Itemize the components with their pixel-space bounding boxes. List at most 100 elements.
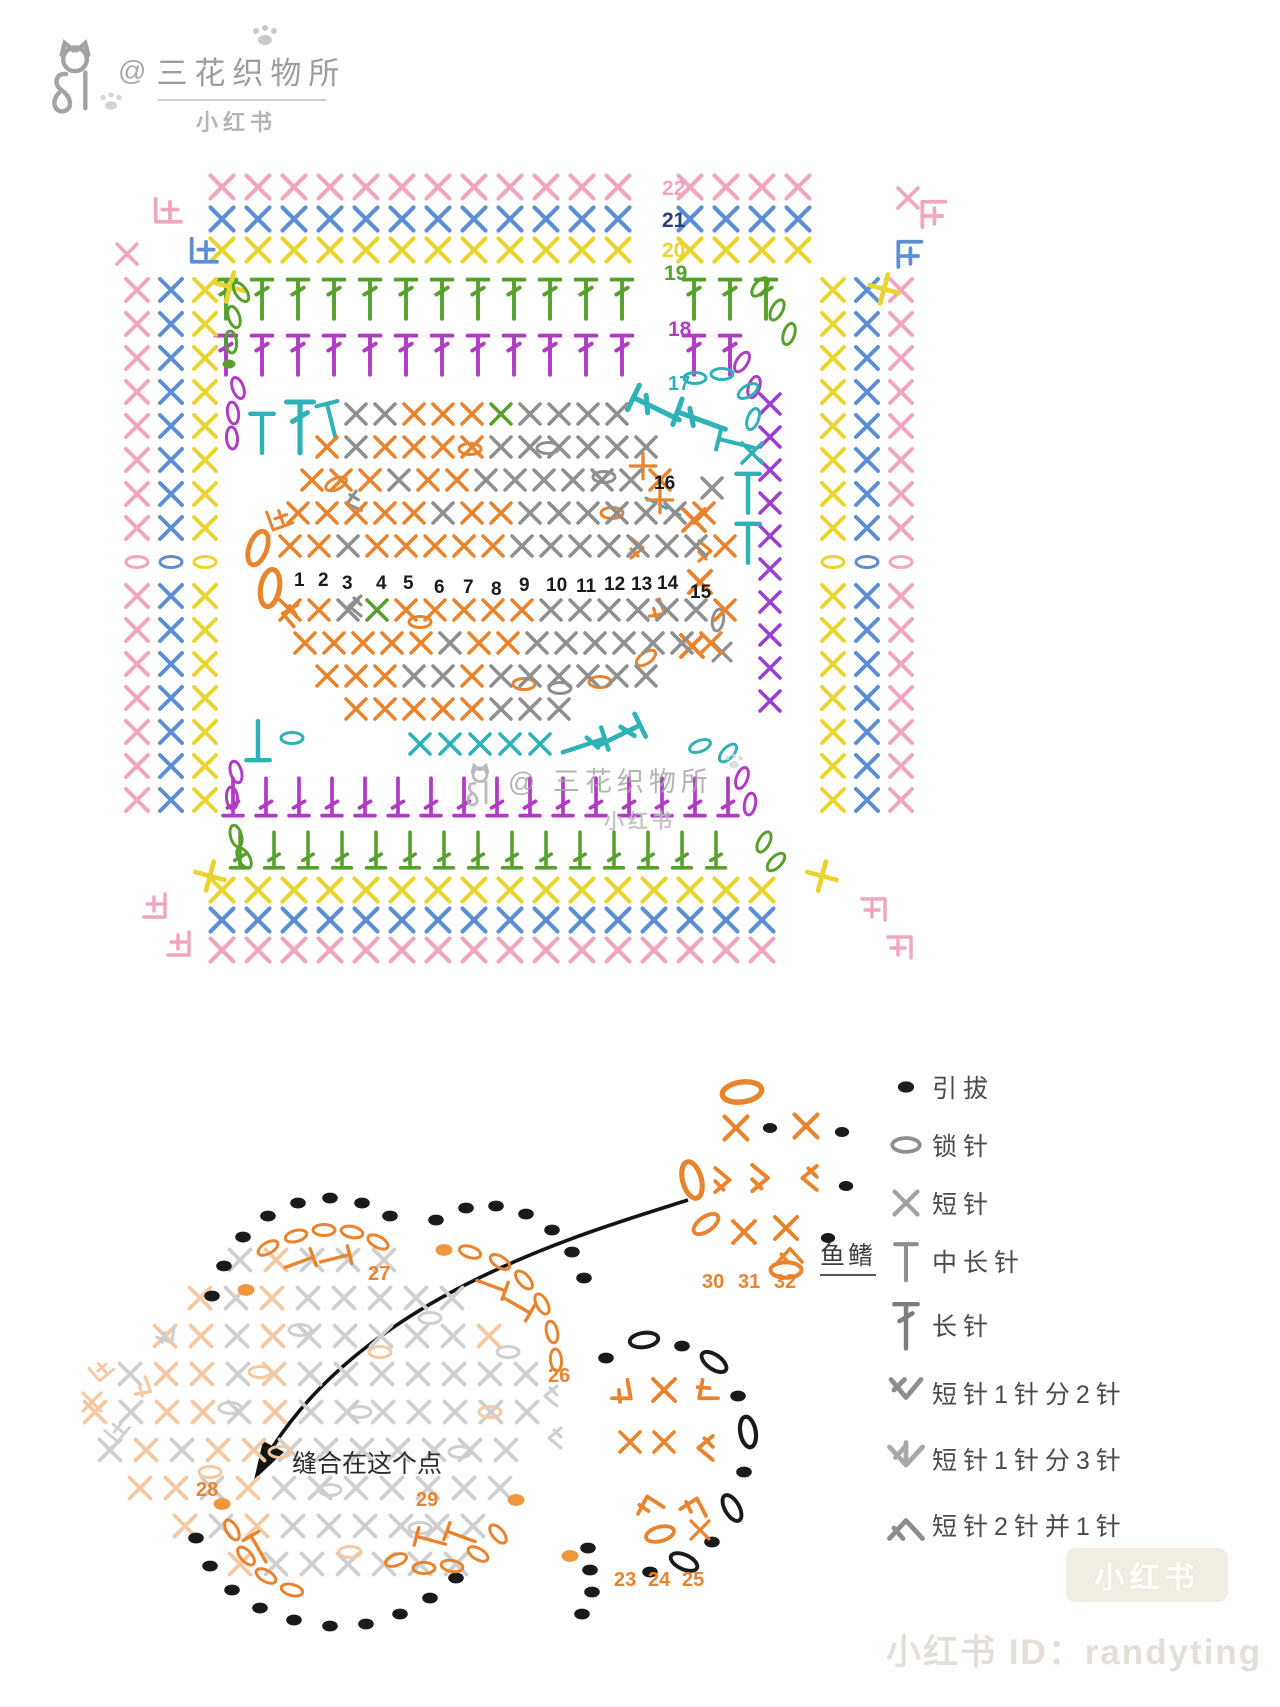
stitch-x-symbol — [583, 631, 607, 655]
stitch-slip-symbol — [235, 1231, 251, 1243]
stitch-x-symbol — [158, 413, 184, 439]
stitch-x-symbol — [259, 1285, 285, 1311]
diagram-label: 16 — [654, 473, 675, 494]
stitch-x-symbol — [404, 1323, 430, 1349]
diagram-label: 5 — [403, 573, 414, 594]
stitch-plus-symbol — [804, 858, 841, 895]
stitch-x-symbol — [247, 239, 270, 262]
stitch-x-symbol — [535, 909, 558, 932]
stitch-dc-symbol — [249, 277, 275, 321]
stitch-x-symbol — [124, 379, 150, 405]
stitch-slip-symbol — [202, 1560, 218, 1572]
diagram-label: 15 — [690, 582, 712, 603]
stitch-x-symbol — [211, 939, 234, 962]
stitch-x-symbol — [402, 402, 426, 426]
stitch-x-symbol — [561, 468, 585, 492]
stitch-x-symbol — [571, 909, 594, 932]
stitch-x-symbol — [192, 311, 218, 337]
badge-text: 小红书 — [1094, 1562, 1200, 1595]
stitch-chain-symbol — [738, 1415, 759, 1448]
stitch-x-symbol — [463, 239, 486, 262]
stitch-corner-symbol — [896, 239, 924, 269]
stitch-dc-symbol — [357, 277, 383, 321]
stitch-x-symbol — [431, 697, 455, 721]
stitch-dc-symbol — [537, 333, 563, 377]
stitch-x-symbol — [795, 1115, 818, 1138]
stitch-x-symbol — [499, 909, 522, 932]
stitch-x-symbol — [854, 617, 880, 643]
stitch-x-symbol — [115, 242, 139, 266]
stitch-x-symbol — [547, 435, 571, 459]
stitch-x-symbol — [474, 468, 498, 492]
stitch-chain-symbol — [227, 374, 249, 402]
stitch-x-symbol — [307, 598, 331, 622]
stitch-x-symbol — [319, 239, 342, 262]
stitch-x-symbol — [368, 1323, 394, 1349]
stitch-slip-symbol — [762, 1123, 778, 1133]
diagram-label: 27 — [368, 1263, 390, 1285]
stitch-x-symbol — [278, 534, 302, 558]
stitch-dc-symbol — [609, 333, 635, 377]
stitch-dc-symbol — [568, 830, 592, 870]
stitch-chain-symbol — [888, 555, 914, 569]
stitch-x-symbol — [355, 239, 378, 262]
stitch-chain-symbol — [226, 822, 246, 850]
stitch-chain-symbol — [382, 1549, 410, 1571]
stitch-slip-symbol — [544, 1224, 560, 1236]
stitch-x-symbol — [888, 311, 914, 337]
stitch-x-symbol — [452, 598, 476, 622]
stitch-x-symbol — [463, 939, 486, 962]
legend-item: 中长针 — [880, 1236, 1127, 1286]
stitch-x-symbol — [124, 685, 150, 711]
diagram-label: 7 — [463, 577, 474, 598]
stitch-x-symbol — [713, 534, 737, 558]
diagram-label: 17 — [668, 373, 690, 395]
stitch-x-symbol — [820, 617, 846, 643]
stitch-x-symbol — [227, 1247, 253, 1273]
stitch-slip-symbol — [322, 1620, 338, 1632]
stitch-x-symbol — [854, 277, 880, 303]
stitch-x-symbol — [468, 732, 492, 756]
stitch-x-symbol — [888, 787, 914, 813]
stitch-x-symbol — [355, 879, 378, 902]
diagram-label: 10 — [546, 575, 567, 596]
stitch-dc-symbol — [501, 333, 527, 377]
stitch-x-symbol — [431, 664, 455, 688]
stitch-x-symbol — [373, 664, 397, 688]
stitch-x-symbol — [539, 534, 563, 558]
stitch-x-symbol — [427, 239, 450, 262]
single-crochet-icon — [880, 1180, 932, 1226]
stitch-corner-symbol — [153, 196, 183, 224]
stitch-x-symbol — [192, 651, 218, 677]
stitch-x-symbol — [888, 515, 914, 541]
stitch-x-symbol — [510, 534, 534, 558]
stitch-x-symbol — [351, 631, 375, 655]
diagram-label: 18 — [668, 318, 692, 341]
stitch-slip-symbol — [580, 1542, 596, 1554]
stitch-chain-symbol — [278, 1580, 306, 1600]
stitch-x-symbol — [758, 557, 782, 581]
stitch-dc-symbol — [419, 776, 443, 818]
stitch-x-symbol — [260, 1323, 286, 1349]
stitch-x-symbol — [402, 697, 426, 721]
legend-label: 短针2针并1针 — [932, 1513, 1127, 1541]
stitch-x-symbol — [431, 402, 455, 426]
diagram-label: 23 — [614, 1569, 636, 1591]
diagram-label: 28 — [196, 1479, 218, 1501]
stitch-x-symbol — [124, 651, 150, 677]
double-crochet-icon — [880, 1302, 932, 1348]
stitch-x-symbol — [124, 481, 150, 507]
stitch-x-symbol — [478, 1399, 504, 1425]
stitch-x-symbol — [751, 176, 774, 199]
stitch-x-symbol — [344, 501, 368, 525]
stitch-x-symbol — [758, 590, 782, 614]
bottom-watermark-id: 小红书 ID：randyting — [886, 1633, 1263, 1672]
stitch-x-symbol — [679, 879, 702, 902]
stitch-x-symbol — [607, 208, 630, 231]
stitch-x-symbol — [293, 631, 317, 655]
stitch-x-symbol — [124, 719, 150, 745]
diagram-label: 21 — [662, 209, 686, 232]
stitch-x-symbol — [124, 345, 150, 371]
legend-item: 长针 — [880, 1294, 1127, 1356]
stitch-slip-symbol — [354, 1197, 370, 1209]
